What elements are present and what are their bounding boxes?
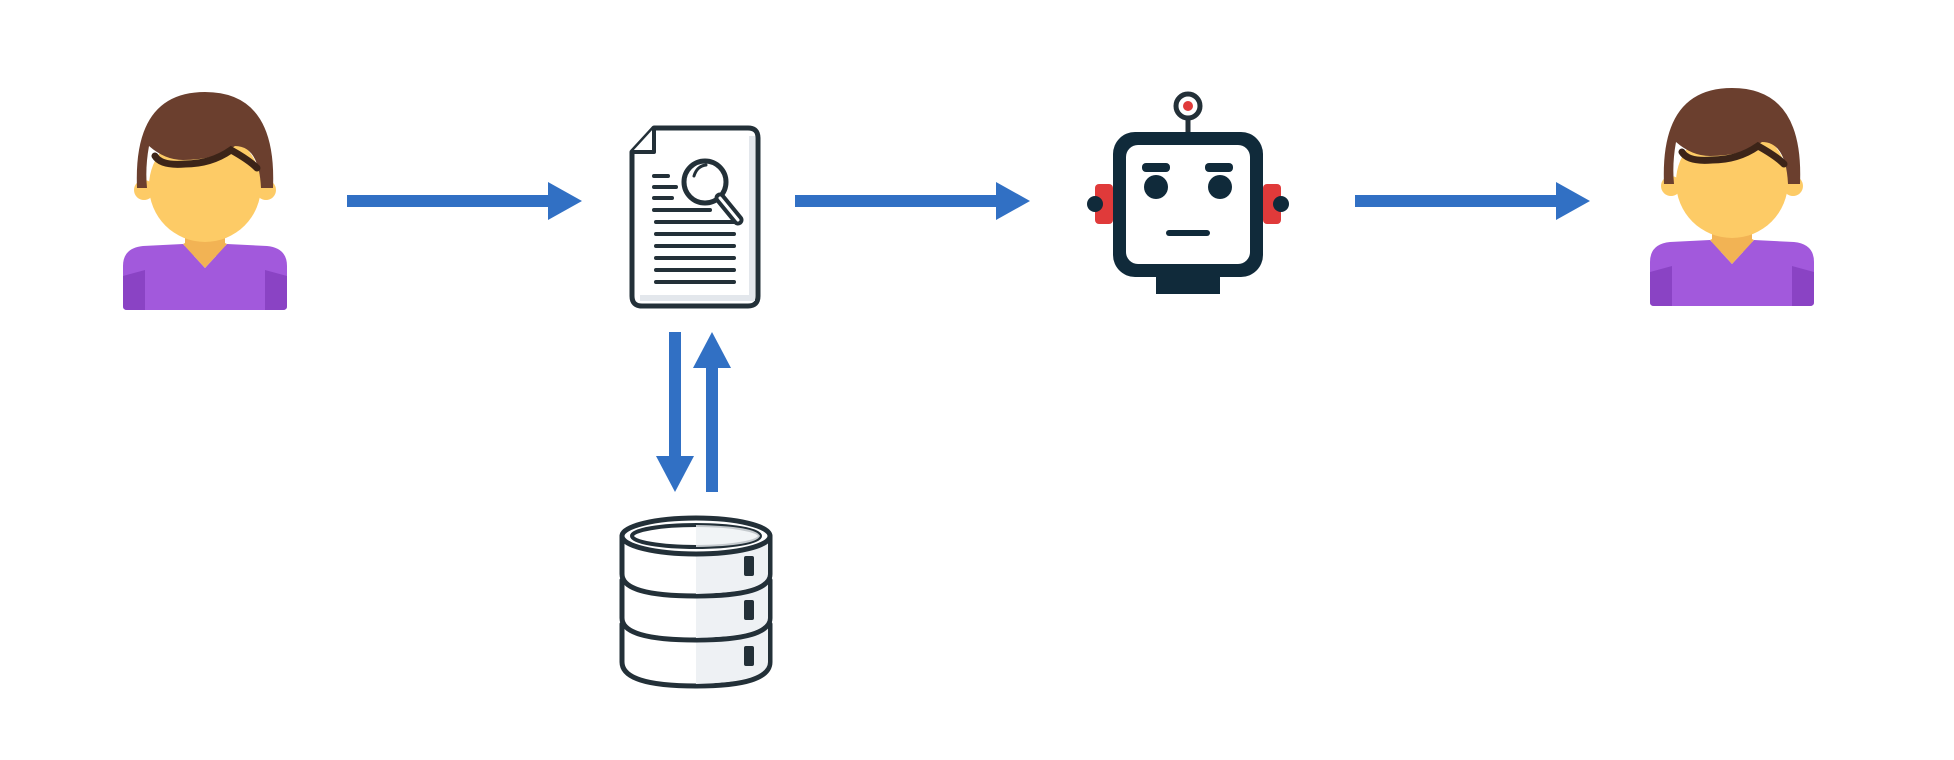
database-icon [619, 515, 773, 689]
arrow-robot-to-user [1355, 182, 1590, 220]
arrow-user-to-document [347, 182, 582, 220]
arrow-database-to-document [693, 332, 731, 492]
arrow-document-to-robot [795, 182, 1030, 220]
user-icon [123, 92, 287, 310]
arrow-document-to-database [656, 332, 694, 492]
user-icon [1650, 88, 1814, 306]
robot-icon [1087, 91, 1289, 294]
document-search-icon [629, 125, 761, 309]
